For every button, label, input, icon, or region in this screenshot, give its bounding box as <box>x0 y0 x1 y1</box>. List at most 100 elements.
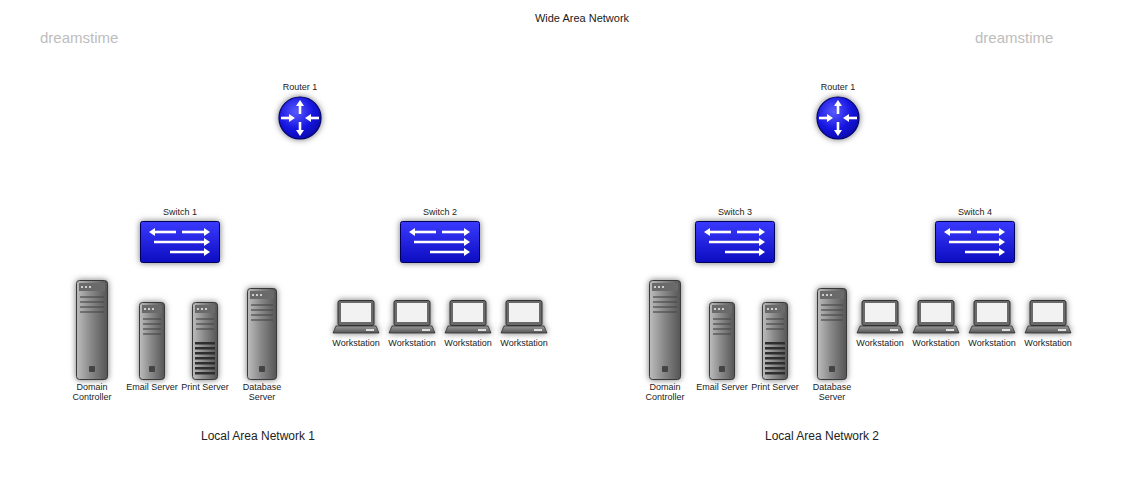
server-icon: Email Server <box>709 302 735 380</box>
network-cable <box>412 263 430 300</box>
text-holder: Print Server <box>749 383 801 393</box>
device-label: Router 1 <box>283 83 318 93</box>
network-region: Local Area Network 1 Switch 1 Switch 2 Doma… <box>15 114 565 486</box>
server-icon: Database Server <box>817 288 847 380</box>
server-icon-graphic <box>762 302 788 380</box>
server-icon-graphic <box>817 288 847 380</box>
network-cable <box>936 263 961 300</box>
device-label: Workstation <box>968 339 1015 349</box>
text-holder: Workstation <box>1024 339 1071 349</box>
router-icon: Router 1 <box>278 96 322 140</box>
workstation-icon: Workstation <box>969 300 1015 336</box>
device-label: Database Server <box>806 383 858 403</box>
network-cable <box>209 263 262 288</box>
network-cable <box>450 263 468 300</box>
switch-icon: Switch 4 <box>935 221 1015 263</box>
text-holder: Workstation <box>856 339 903 349</box>
device-label: Domain Controller <box>639 383 691 403</box>
text-holder: Print Server <box>179 383 231 393</box>
device-label: Workstation <box>332 339 379 349</box>
network-cable <box>189 263 205 302</box>
text-holder: Database Server <box>236 383 288 403</box>
network-cable <box>92 263 149 280</box>
network-cable <box>665 263 711 280</box>
network-cable <box>749 263 775 302</box>
text-holder: Switch 4 <box>958 208 992 218</box>
workstation-icon-graphic <box>913 300 959 336</box>
router-icon-graphic <box>278 96 322 140</box>
server-icon: Email Server <box>139 302 165 380</box>
text-holder: Workstation <box>968 339 1015 349</box>
region-title: Local Area Network 1 <box>201 430 315 443</box>
text-holder: Domain Controller <box>639 383 691 403</box>
switch-icon: Switch 1 <box>140 221 220 263</box>
server-icon-graphic <box>649 280 681 380</box>
text-holder: Switch 2 <box>423 208 457 218</box>
text-holder: Workstation <box>444 339 491 349</box>
network-region: Local Area Network 2 Switch 3 Switch 4 Doma… <box>568 114 1113 486</box>
workstation-icon-graphic <box>445 300 491 336</box>
network-cable <box>152 263 170 302</box>
text-holder: Router 1 <box>283 83 318 93</box>
region-title: Wide Area Network <box>535 12 629 24</box>
switch-icon-graphic <box>695 221 775 263</box>
text-holder: dreamstime <box>40 30 118 47</box>
router-icon: Router 1 <box>816 96 860 140</box>
server-icon-graphic <box>192 302 218 380</box>
text-holder: Local Area Network 2 <box>765 430 879 443</box>
workstation-icon: Workstation <box>1025 300 1071 336</box>
workstation-icon: Workstation <box>501 300 547 336</box>
network-cable <box>1001 263 1048 300</box>
network-region-graphic <box>255 3 910 183</box>
server-icon-graphic <box>139 302 165 380</box>
workstation-icon-graphic <box>389 300 435 336</box>
network-region: Wide Area NetworkRouter 1 Router 1 <box>255 3 910 183</box>
device-label: Router 1 <box>821 83 856 93</box>
text-holder: Router 1 <box>821 83 856 93</box>
switch-icon-graphic <box>140 221 220 263</box>
watermark: dreamstime <box>975 30 1053 47</box>
network-cable <box>880 263 942 300</box>
server-icon: Print Server <box>192 302 218 380</box>
text-holder: Workstation <box>388 339 435 349</box>
device-label: Switch 2 <box>423 208 457 218</box>
text-holder: Workstation <box>912 339 959 349</box>
network-cable <box>216 135 286 221</box>
network-cable <box>769 263 832 288</box>
workstation-icon-graphic <box>857 300 903 336</box>
device-label: Print Server <box>179 383 231 393</box>
switch-icon: Switch 2 <box>400 221 480 263</box>
workstation-icon-graphic <box>501 300 547 336</box>
network-cable <box>853 134 939 221</box>
device-label: Database Server <box>236 383 288 403</box>
server-icon: Domain Controller <box>649 280 681 380</box>
workstation-icon: Workstation <box>389 300 435 336</box>
region-title: Local Area Network 2 <box>765 430 879 443</box>
device-label: Workstation <box>500 339 547 349</box>
text-holder: Local Area Network 1 <box>201 430 315 443</box>
server-icon: Print Server <box>762 302 788 380</box>
text-holder: dreamstime <box>975 30 1053 47</box>
text-holder: Email Server <box>696 383 748 393</box>
text-holder: Switch 3 <box>718 208 752 218</box>
workstation-icon-graphic <box>1025 300 1071 336</box>
device-label: Switch 3 <box>718 208 752 218</box>
network-cable <box>722 263 730 302</box>
device-label: Workstation <box>1024 339 1071 349</box>
text-holder: Wide Area Network <box>535 12 629 24</box>
network-cable <box>981 263 992 300</box>
server-icon: Domain Controller <box>76 280 108 380</box>
switch-icon-graphic <box>400 221 480 263</box>
workstation-icon-graphic <box>969 300 1015 336</box>
workstation-icon: Workstation <box>333 300 379 336</box>
watermark: dreamstime <box>40 30 118 47</box>
device-label: Workstation <box>912 339 959 349</box>
device-label: Workstation <box>856 339 903 349</box>
text-holder: Switch 1 <box>163 208 197 218</box>
network-cable <box>771 136 826 221</box>
device-label: Workstation <box>388 339 435 349</box>
device-label: Switch 4 <box>958 208 992 218</box>
switch-icon: Switch 3 <box>695 221 775 263</box>
server-icon-graphic <box>247 288 277 380</box>
